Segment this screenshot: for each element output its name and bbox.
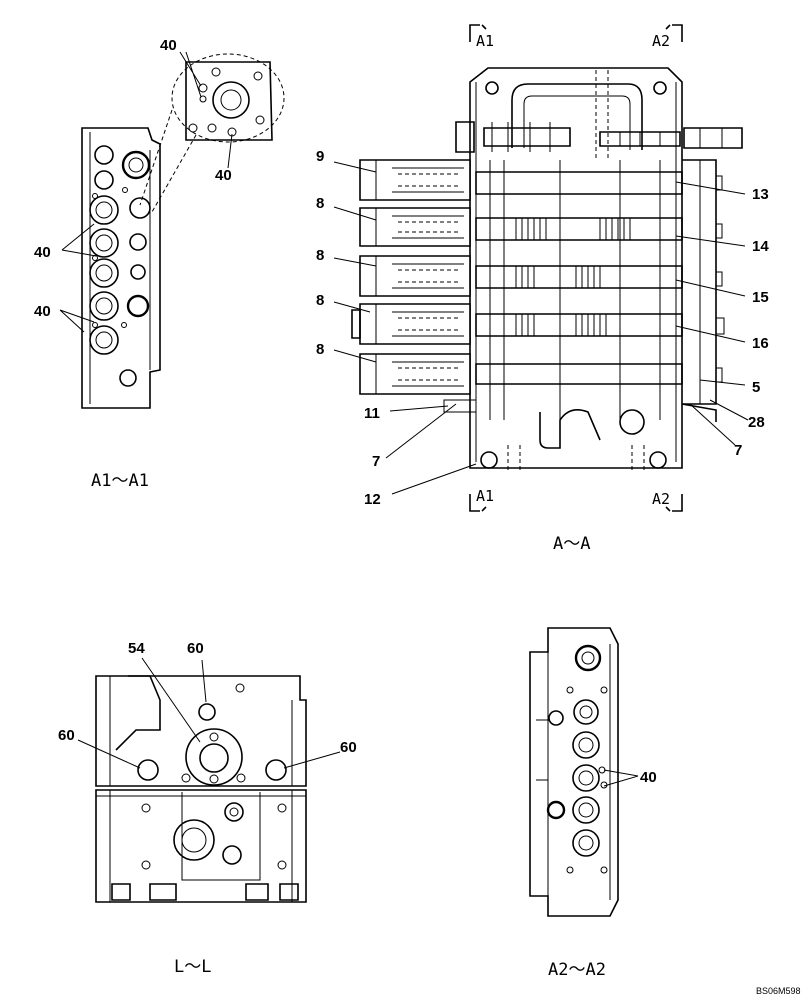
spool-rows: [351, 159, 725, 422]
callout-8-d: 8: [316, 341, 324, 358]
drawing-code: BS06M598: [756, 986, 801, 996]
view-a1-a1: 40 40 40 40 A1～A1: [34, 37, 285, 491]
callout-7-right: 7: [734, 442, 742, 459]
caption-a2-a2: A2～A2: [548, 960, 606, 980]
section-mark-a1-bottom: A1: [476, 487, 494, 505]
callout-54: 54: [128, 640, 145, 657]
callout-5: 5: [752, 379, 760, 396]
callout-8-c: 8: [316, 292, 324, 309]
section-mark-a2-bottom: A2: [652, 490, 670, 508]
callout-60-left: 60: [58, 727, 75, 744]
view-a2-a2: 40 A2～A2: [529, 627, 657, 980]
callout-40-balloon-top: 40: [160, 37, 177, 54]
callout-11: 11: [364, 405, 380, 422]
caption-l-l: L～L: [174, 957, 211, 977]
callout-40-lower: 40: [34, 303, 51, 320]
caption-a1-a1: A1～A1: [91, 471, 149, 491]
callout-28: 28: [748, 414, 765, 431]
callout-60-right: 60: [340, 739, 357, 756]
callout-60-top: 60: [187, 640, 204, 657]
section-mark-a1-top: A1: [476, 32, 494, 50]
callout-12: 12: [364, 491, 381, 508]
callout-13: 13: [752, 186, 769, 203]
callout-8-a: 8: [316, 195, 324, 212]
callout-7-left: 7: [372, 453, 380, 470]
view-a-a: A1 A2: [316, 24, 769, 554]
callout-15: 15: [752, 289, 769, 306]
callout-40-a2: 40: [640, 769, 657, 786]
caption-a-a: A～A: [553, 534, 590, 554]
callout-40-balloon-bottom: 40: [215, 167, 232, 184]
callout-9: 9: [316, 148, 324, 165]
callout-40-upper: 40: [34, 244, 51, 261]
section-mark-a2-top: A2: [652, 32, 670, 50]
view-l-l: 54 60 60 60 L～L: [58, 640, 357, 977]
callout-16: 16: [752, 335, 769, 352]
callout-8-b: 8: [316, 247, 324, 264]
callout-14: 14: [752, 238, 769, 255]
